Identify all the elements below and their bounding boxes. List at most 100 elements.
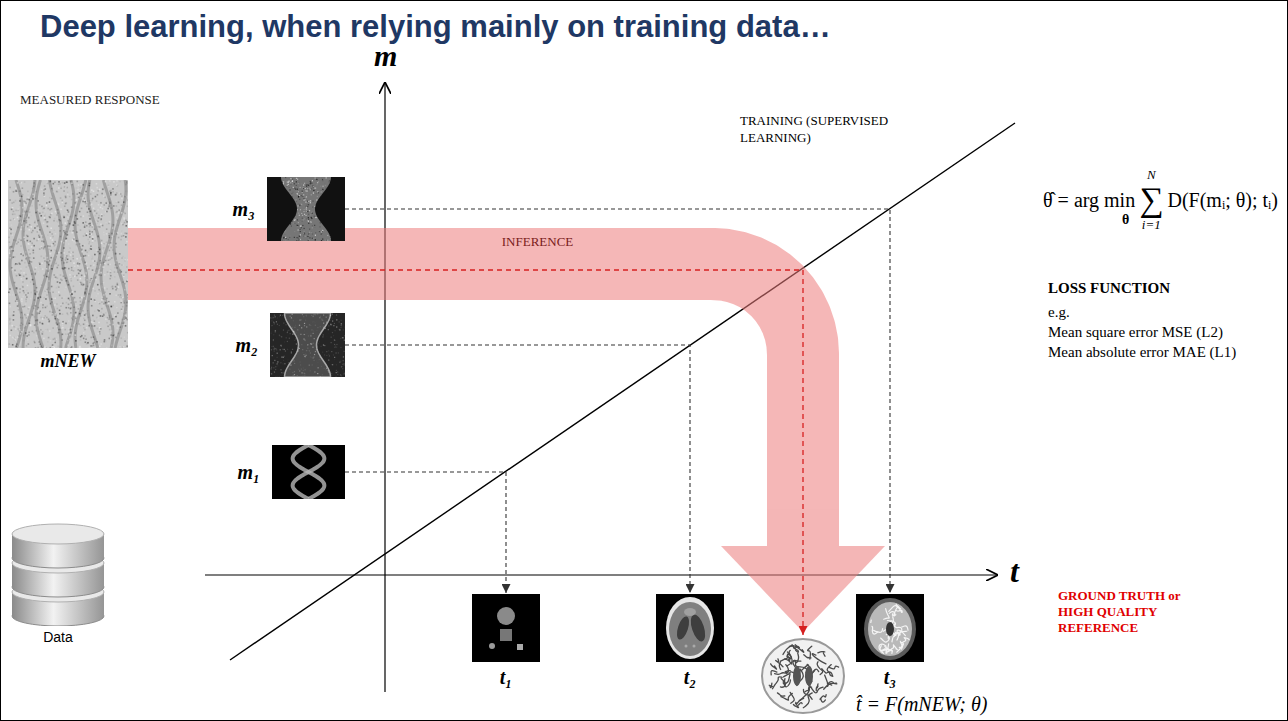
noise-speck [70,329,72,331]
noise-speck [332,320,333,321]
noise-speck [87,310,89,312]
noise-speck [91,269,93,271]
noise-speck [99,253,101,255]
noise-speck [62,334,64,336]
noise-speck [63,242,65,244]
noise-speck [312,364,313,365]
noise-speck [292,181,293,182]
noise-speck [299,205,300,206]
noise-speck [99,260,101,262]
noise-speck [70,277,72,279]
noise-speck [288,193,289,194]
noise-speck [298,229,299,230]
noise-speck [299,205,300,206]
noise-speck [307,193,308,194]
noise-speck [319,201,320,202]
noise-speck [329,320,330,321]
noise-speck [325,199,326,200]
noise-speck [108,306,110,308]
noise-speck [341,205,342,206]
noise-speck [336,347,337,348]
noise-speck [76,247,78,249]
noise-speck [307,348,308,349]
noise-speck [330,315,331,316]
noise-speck [278,240,279,241]
noise-speck [305,199,306,200]
noise-speck [333,184,334,185]
noise-speck [8,308,10,310]
noise-speck [315,188,316,189]
noise-speck [44,283,46,285]
noise-speck [102,305,104,307]
noise-speck [289,199,290,200]
noise-speck [24,181,26,183]
noise-speck [335,188,336,189]
noise-speck [101,214,103,216]
noise-speck [270,219,271,220]
noise-speck [39,322,41,324]
noise-speck [309,365,310,366]
noise-speck [298,348,299,349]
noise-speck [323,215,324,216]
noise-speck [32,244,34,246]
title-wrap: Deep learning, when relying mainly on tr… [40,8,831,45]
noise-speck [342,240,343,241]
noise-speck [56,220,58,222]
noise-speck [308,214,309,215]
noise-speck [89,231,91,233]
noise-speck [306,207,307,208]
noise-speck [40,300,42,302]
noise-speck [311,218,312,219]
noise-speck [40,338,42,340]
noise-speck [283,329,284,330]
noise-speck [284,234,285,235]
noise-speck [28,249,30,251]
noise-speck [46,205,48,207]
noise-speck [325,185,326,186]
noise-speck [96,268,98,270]
noise-speck [297,350,298,351]
noise-speck [28,229,30,231]
noise-speck [301,327,302,328]
noise-speck [291,351,292,352]
noise-speck [75,334,77,336]
noise-speck [322,189,323,190]
noise-speck [42,323,44,325]
noise-speck [335,199,336,200]
noise-speck [91,345,93,347]
noise-speck [114,314,116,316]
noise-speck [125,225,127,227]
noise-speck [93,264,95,266]
noise-speck [101,204,103,206]
noise-speck [280,345,281,346]
noise-speck [327,240,328,241]
noise-speck [126,181,128,183]
noise-speck [9,199,11,201]
noise-speck [333,223,334,224]
noise-speck [109,237,111,239]
noise-speck [330,238,331,239]
noise-speck [89,185,91,187]
noise-speck [312,189,313,190]
noise-speck [62,200,64,202]
noise-speck [339,240,340,241]
noise-speck [329,180,330,181]
noise-speck [326,368,327,369]
noise-speck [38,348,40,349]
noise-speck [302,191,303,192]
noise-speck [268,233,269,234]
noise-speck [309,324,310,325]
noise-speck [285,178,286,179]
noise-speck [280,187,281,188]
noise-speck [328,333,329,334]
noise-speck [274,324,275,325]
noise-speck [22,317,24,319]
node-label: m₂ [235,333,258,357]
noise-speck [337,221,338,222]
noise-speck [332,177,333,178]
noise-speck [298,369,299,370]
noise-speck [11,224,13,226]
noise-speck [318,192,319,193]
noise-speck [308,189,309,190]
noise-speck [340,240,341,241]
